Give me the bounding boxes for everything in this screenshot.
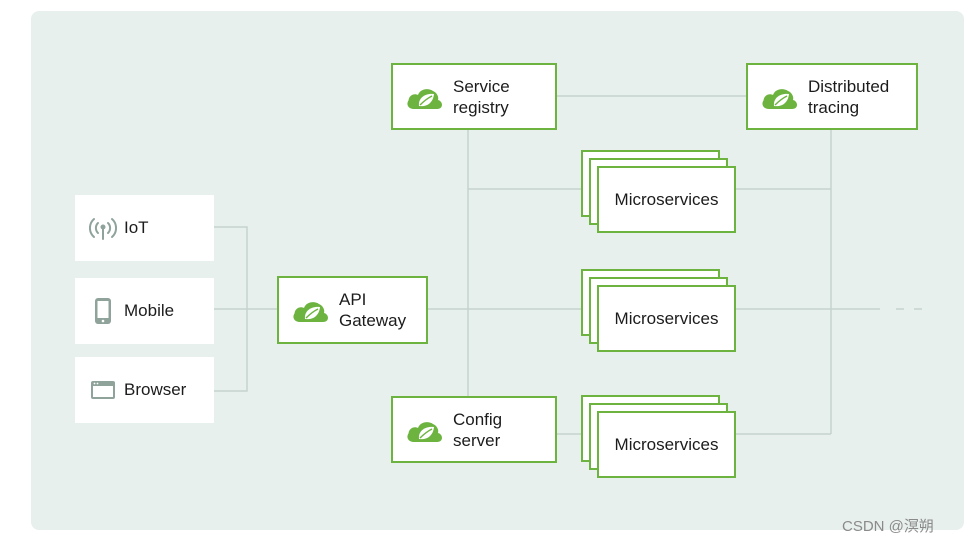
box-label-line1: Config [453,409,503,429]
microservices-label: Microservices [614,308,719,328]
watermark: CSDN @溟朔 [842,518,934,535]
client-label: Browser [124,380,187,399]
mobile-phone-icon [89,297,117,325]
config-server-box: Config server [391,396,557,463]
distributed-tracing-box: Distributed tracing [746,63,918,130]
browser-window-icon [89,376,117,404]
box-label: Config server [453,409,502,451]
microservices-card: Microservices [597,166,736,233]
client-label: IoT [124,218,149,237]
box-label-line1: Service [453,76,510,96]
client-iot: IoT [75,195,214,261]
client-mobile: Mobile [75,278,214,344]
microservices-label: Microservices [614,189,719,209]
service-registry-box: Service registry [391,63,557,130]
box-label: Service registry [453,76,510,118]
spring-leaf-cloud-icon [760,82,800,112]
client-browser: Browser [75,357,214,423]
box-label-line2: server [453,430,501,450]
box-label-line2: registry [453,97,509,117]
spring-leaf-cloud-icon [405,415,445,445]
box-label-line1: API [339,290,367,309]
box-label-line2: tracing [808,97,860,117]
box-label-line1: Distributed [808,76,890,96]
client-label: Mobile [124,301,175,320]
box-label: API Gateway [339,289,406,331]
spring-leaf-cloud-icon [405,82,445,112]
microservices-card: Microservices [597,285,736,352]
box-label: Distributed tracing [808,76,889,118]
box-label-line2: Gateway [339,311,407,330]
microservices-label: Microservices [614,434,719,454]
spring-leaf-cloud-icon [291,295,331,325]
api-gateway-box: API Gateway [277,276,428,344]
antenna-icon [89,214,117,242]
microservices-card: Microservices [597,411,736,478]
